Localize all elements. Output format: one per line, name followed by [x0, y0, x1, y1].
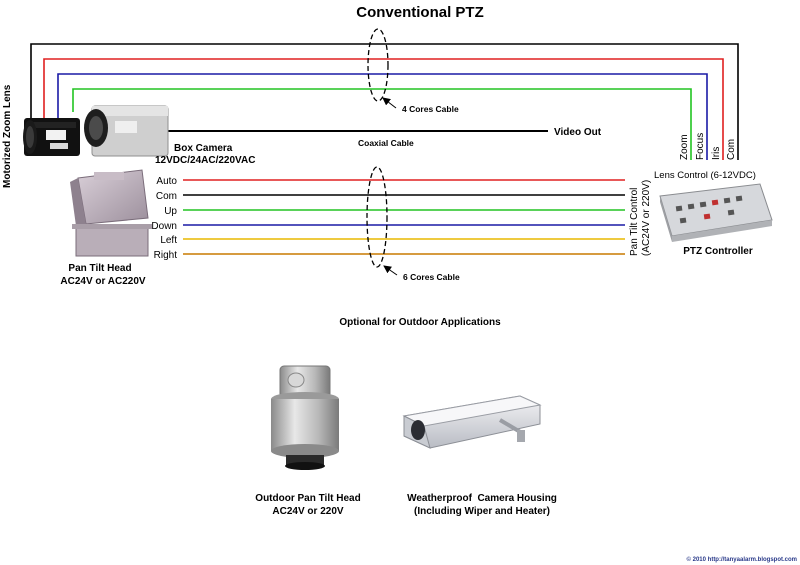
outdoor-pan-tilt-head-icon	[271, 365, 339, 470]
cable-6-label: 6 Cores Cable	[403, 272, 460, 282]
zoom-wire-label: Zoom	[679, 134, 690, 160]
cable-6-cores-bundle	[366, 166, 388, 268]
outdoor-head-power-label: AC24V or 220V	[272, 506, 343, 517]
ptz-controller-label: PTZ Controller	[683, 246, 753, 257]
down-wire-label: Down	[151, 221, 177, 232]
left-wire-label: Left	[160, 235, 177, 246]
cable-4-label: 4 Cores Cable	[402, 104, 459, 114]
camera-housing-icon	[402, 395, 542, 449]
focus-wire-label: Focus	[695, 133, 706, 160]
cable-4-cores-bundle	[367, 28, 389, 102]
motorized-zoom-lens-label: Motorized Zoom Lens	[2, 84, 13, 188]
auto-wire-label: Auto	[156, 176, 177, 187]
pan-tilt-control-power-label: (AC24V or 220V)	[641, 180, 652, 256]
up-wire-label: Up	[164, 206, 177, 217]
pan-tilt-head-power-label: AC24V or AC220V	[60, 276, 146, 287]
outdoor-head-label: Outdoor Pan Tilt Head	[255, 493, 360, 504]
pan-tilt-control-label: Pan Tilt Control	[629, 188, 640, 256]
ptz-controller-icon	[659, 183, 773, 242]
pan-tilt-wires	[183, 179, 625, 255]
housing-label: Weatherproof Camera Housing	[407, 493, 557, 504]
wire-com	[30, 43, 739, 160]
video-out-label: Video Out	[554, 127, 602, 138]
housing-sub-label: (Including Wiper and Heater)	[414, 506, 550, 517]
optional-outdoor-label: Optional for Outdoor Applications	[339, 317, 501, 328]
box-camera-power-label: 12VDC/24AC/220VAC	[155, 155, 255, 166]
motorized-zoom-lens-icon	[23, 118, 80, 156]
iris-wire-label: Iris	[711, 147, 722, 160]
wire-zoom	[72, 88, 692, 160]
pan-tilt-head-icon	[70, 169, 152, 257]
cable-4-arrow	[382, 97, 397, 109]
coaxial-label: Coaxial Cable	[358, 138, 414, 148]
right-wire-label: Right	[154, 250, 178, 261]
com-wire-label: Com	[726, 139, 737, 160]
wire-focus	[57, 73, 708, 160]
cable-6-arrow	[383, 265, 398, 276]
diagram-title: Conventional PTZ	[356, 4, 484, 21]
box-camera-label: Box Camera	[174, 143, 233, 154]
lens-control-label: Lens Control (6-12VDC)	[654, 170, 756, 181]
com-ptz-wire-label: Com	[156, 191, 177, 202]
lens-control-wires	[30, 43, 739, 160]
copyright-text: © 2010 http://tanyaalarm.blogspot.com	[687, 556, 797, 563]
wire-iris	[43, 58, 724, 160]
box-camera-icon	[84, 105, 169, 157]
pan-tilt-head-label: Pan Tilt Head	[68, 263, 131, 274]
